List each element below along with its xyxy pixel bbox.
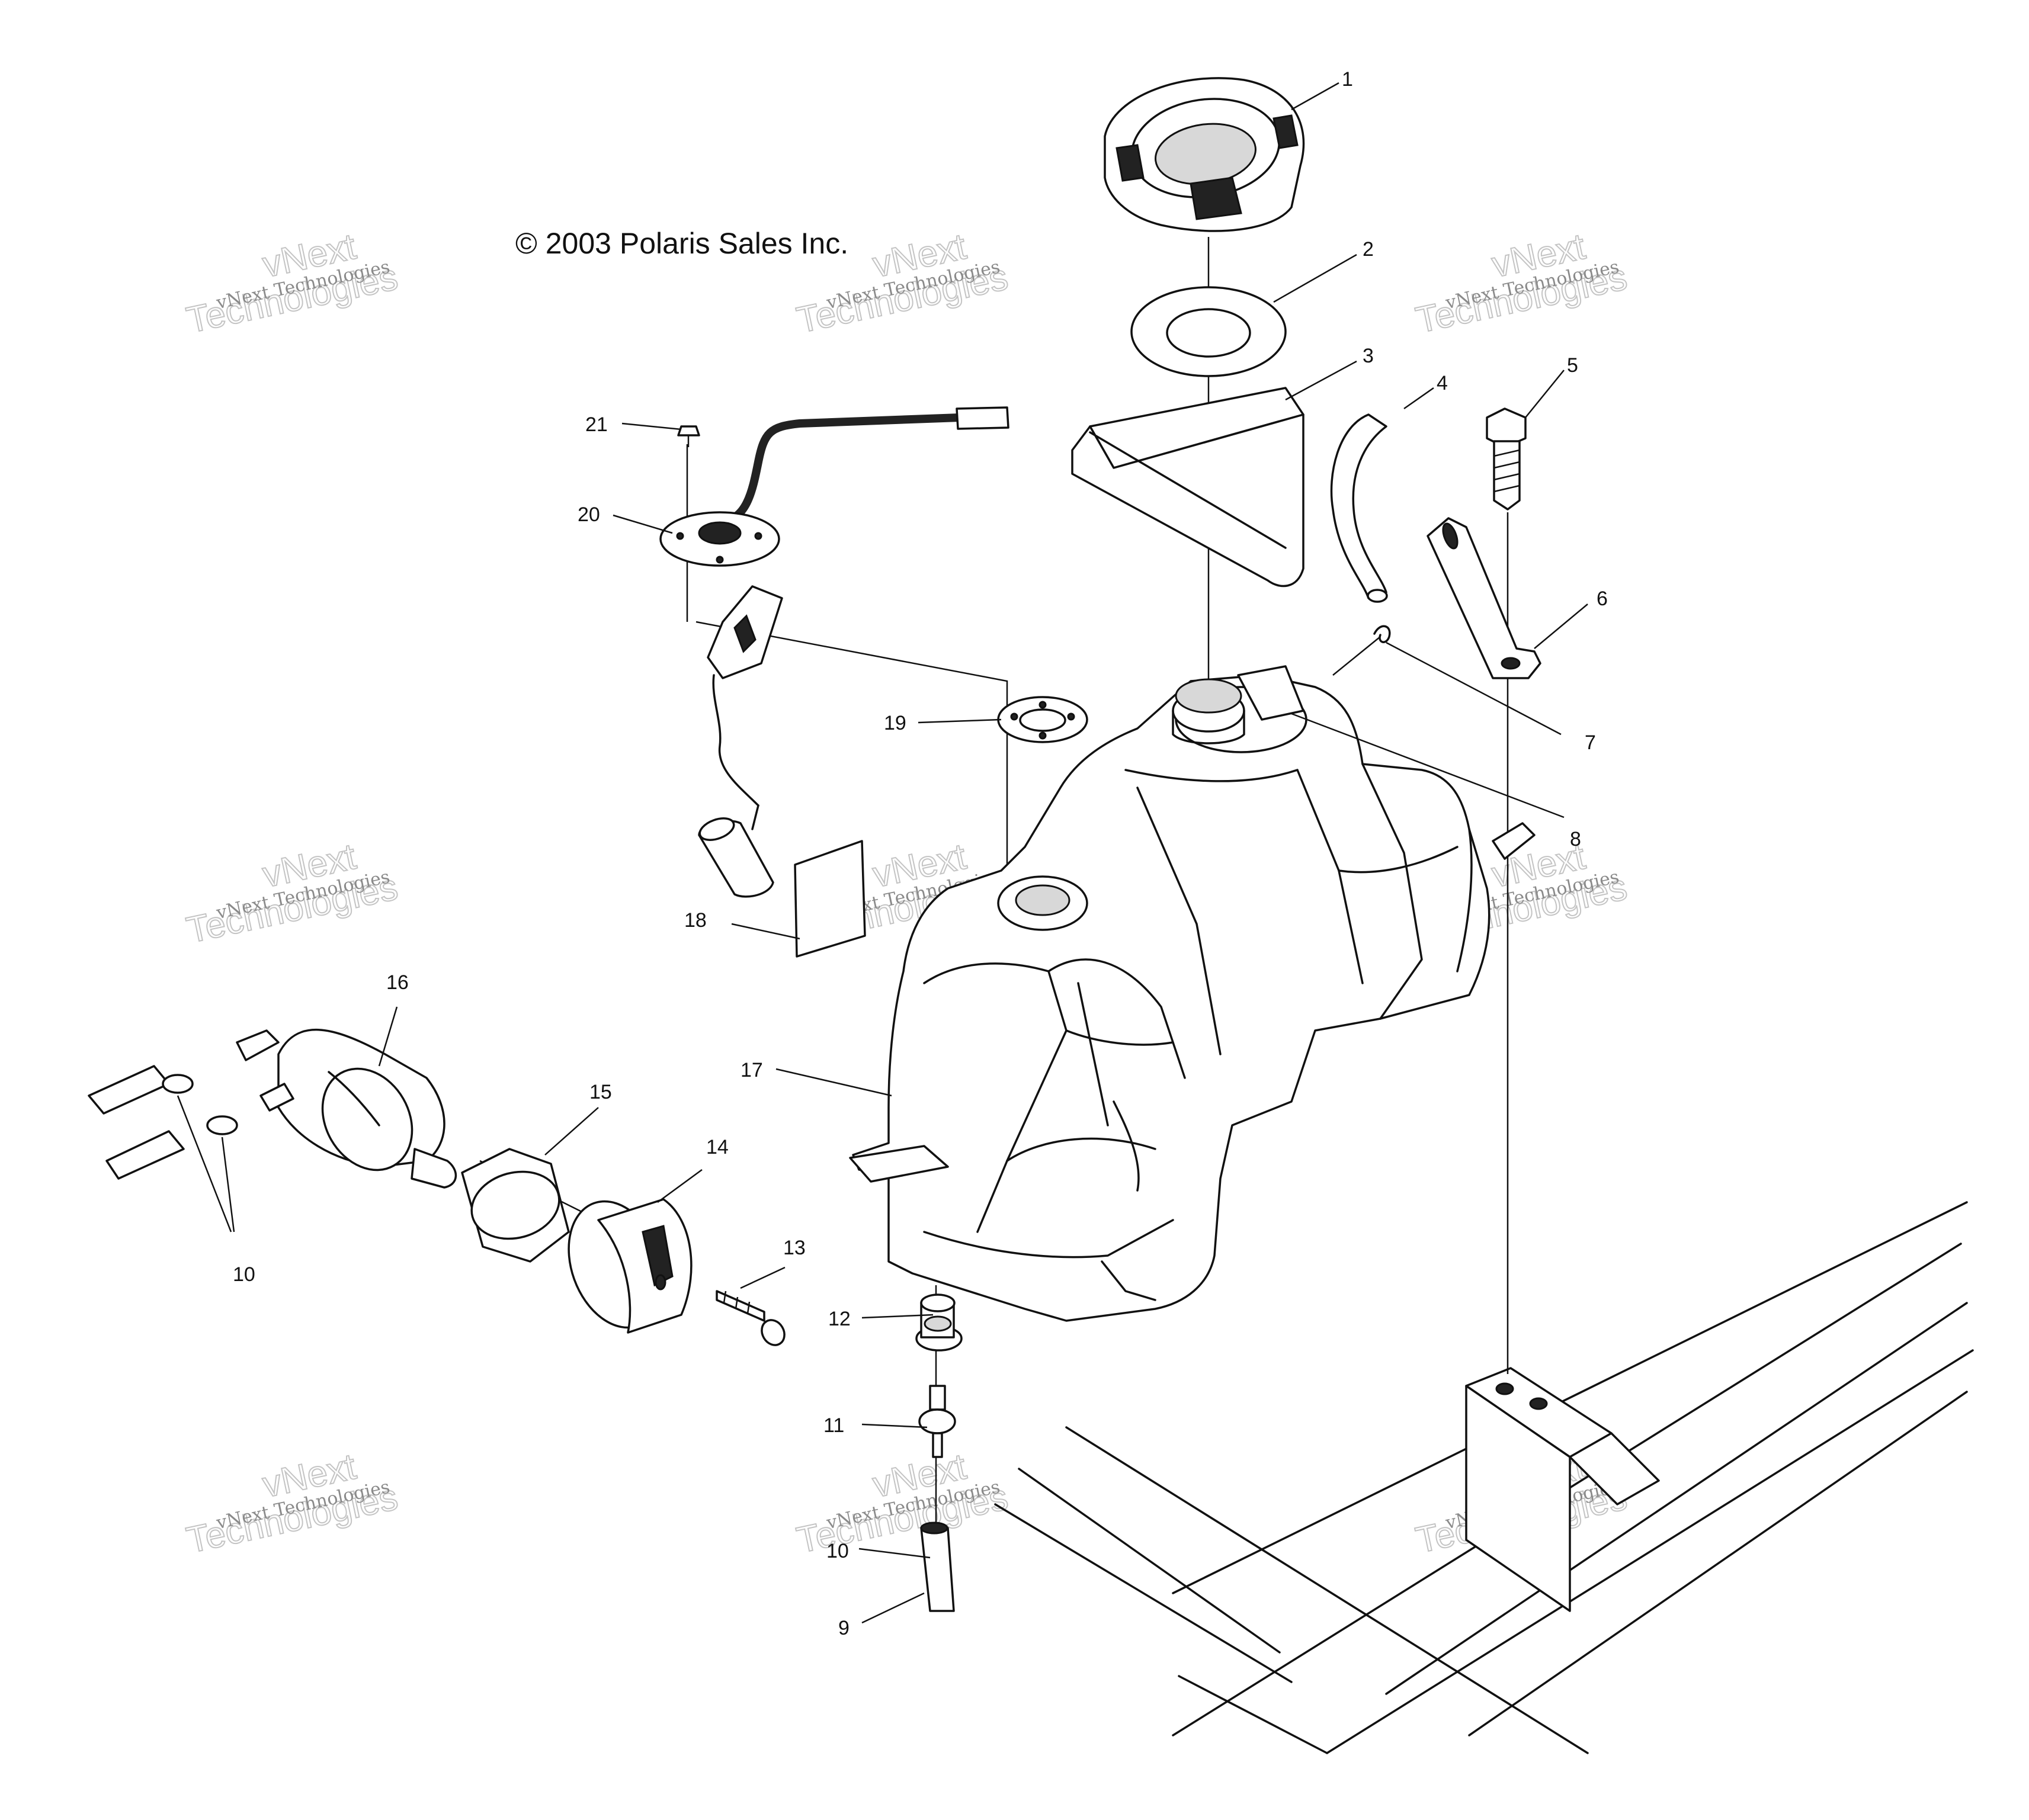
- vent-hose: [1330, 413, 1388, 603]
- callout-16: 16: [386, 971, 409, 994]
- watermark-mid-left: Technologies vNext vNext Technologies: [182, 836, 402, 952]
- callout-1: 1: [1342, 68, 1353, 91]
- callout-13: 13: [783, 1237, 806, 1259]
- fuel-level-sender: [659, 406, 1009, 898]
- callout-11: 11: [823, 1414, 844, 1437]
- callout-9: 9: [838, 1617, 850, 1639]
- frame-rails: [994, 1201, 1974, 1754]
- fuel-tank: [849, 665, 1536, 1322]
- callout-18: 18: [684, 909, 707, 932]
- hose-clamps: [88, 1065, 238, 1232]
- fuel-valve: [918, 1385, 956, 1458]
- leader-14: [657, 1169, 703, 1203]
- leader-17: [775, 1068, 892, 1097]
- lock-nut: [461, 1148, 570, 1263]
- leader-9: [861, 1592, 925, 1624]
- watermark-bottom-center: Technologies vNext vNext Technologies: [793, 1446, 1012, 1562]
- fuel-line: [920, 1522, 955, 1612]
- leader-10-line: [858, 1548, 931, 1559]
- callout-10-fuel-line: 10: [826, 1540, 849, 1562]
- callout-20: 20: [578, 503, 600, 526]
- watermark-top-center: Technologies vNext vNext Technologies: [793, 226, 1012, 342]
- leader-5: [1525, 370, 1565, 418]
- callout-8: 8: [1570, 828, 1581, 850]
- leader-7: [1386, 641, 1562, 736]
- callout-15: 15: [589, 1081, 612, 1103]
- fuel-cap: [1104, 77, 1305, 232]
- callout-2: 2: [1363, 238, 1374, 261]
- leader-lines: [378, 82, 1588, 1624]
- callout-numbers: 1 2 3 4 5 6 7 8 9 10 11 12 13 14 15 16 1…: [233, 68, 1608, 1639]
- callout-5: 5: [1567, 354, 1578, 377]
- mounting-bolt: [1486, 407, 1527, 511]
- leader-6: [1534, 604, 1588, 649]
- leader-13: [740, 1266, 786, 1289]
- tank-pad: [1071, 387, 1304, 588]
- leader-20: [613, 514, 673, 534]
- callout-21: 21: [585, 413, 608, 436]
- callout-10-clamps: 10: [233, 1263, 255, 1286]
- callout-6: 6: [1597, 588, 1608, 610]
- leader-16: [378, 1006, 398, 1067]
- leader-19: [918, 718, 1002, 724]
- callout-7: 7: [1585, 731, 1596, 754]
- watermark-top-left: Technologies vNext vNext Technologies: [182, 226, 402, 342]
- callout-17: 17: [741, 1059, 763, 1081]
- fuel-filter: [236, 1029, 457, 1189]
- leader-1: [1291, 82, 1339, 111]
- callout-3: 3: [1363, 345, 1374, 367]
- leader-11: [861, 1423, 928, 1429]
- watermark-bottom-left: Technologies vNext vNext Technologies: [182, 1446, 402, 1562]
- leader-15: [544, 1107, 599, 1155]
- callout-12: 12: [828, 1308, 851, 1330]
- callout-14: 14: [706, 1136, 729, 1158]
- outlet-grommet: [915, 1293, 963, 1352]
- copyright-text: © 2003 Polaris Sales Inc.: [515, 227, 848, 260]
- leader-21: [621, 422, 682, 431]
- cap-gasket: [1130, 286, 1287, 377]
- sender-gasket: [997, 696, 1088, 743]
- leader-8: [1291, 712, 1565, 818]
- callout-4: 4: [1437, 372, 1448, 394]
- sender-screw: [677, 425, 700, 447]
- leader-2: [1273, 253, 1357, 303]
- leader-4: [1403, 387, 1434, 410]
- frame-mount-bracket: [1465, 1367, 1660, 1612]
- leader-18: [731, 923, 800, 940]
- watermark-top-right: Technologies vNext vNext Technologies: [1412, 226, 1631, 342]
- bracket-screw: [716, 1290, 786, 1346]
- leader-12: [861, 1314, 934, 1319]
- vent-clip: [1332, 625, 1391, 676]
- warning-decal: [794, 840, 866, 958]
- filter-bracket: [568, 1198, 693, 1334]
- callout-19: 19: [884, 712, 906, 734]
- leader-3: [1285, 360, 1357, 401]
- tank-bracket: [1427, 517, 1541, 679]
